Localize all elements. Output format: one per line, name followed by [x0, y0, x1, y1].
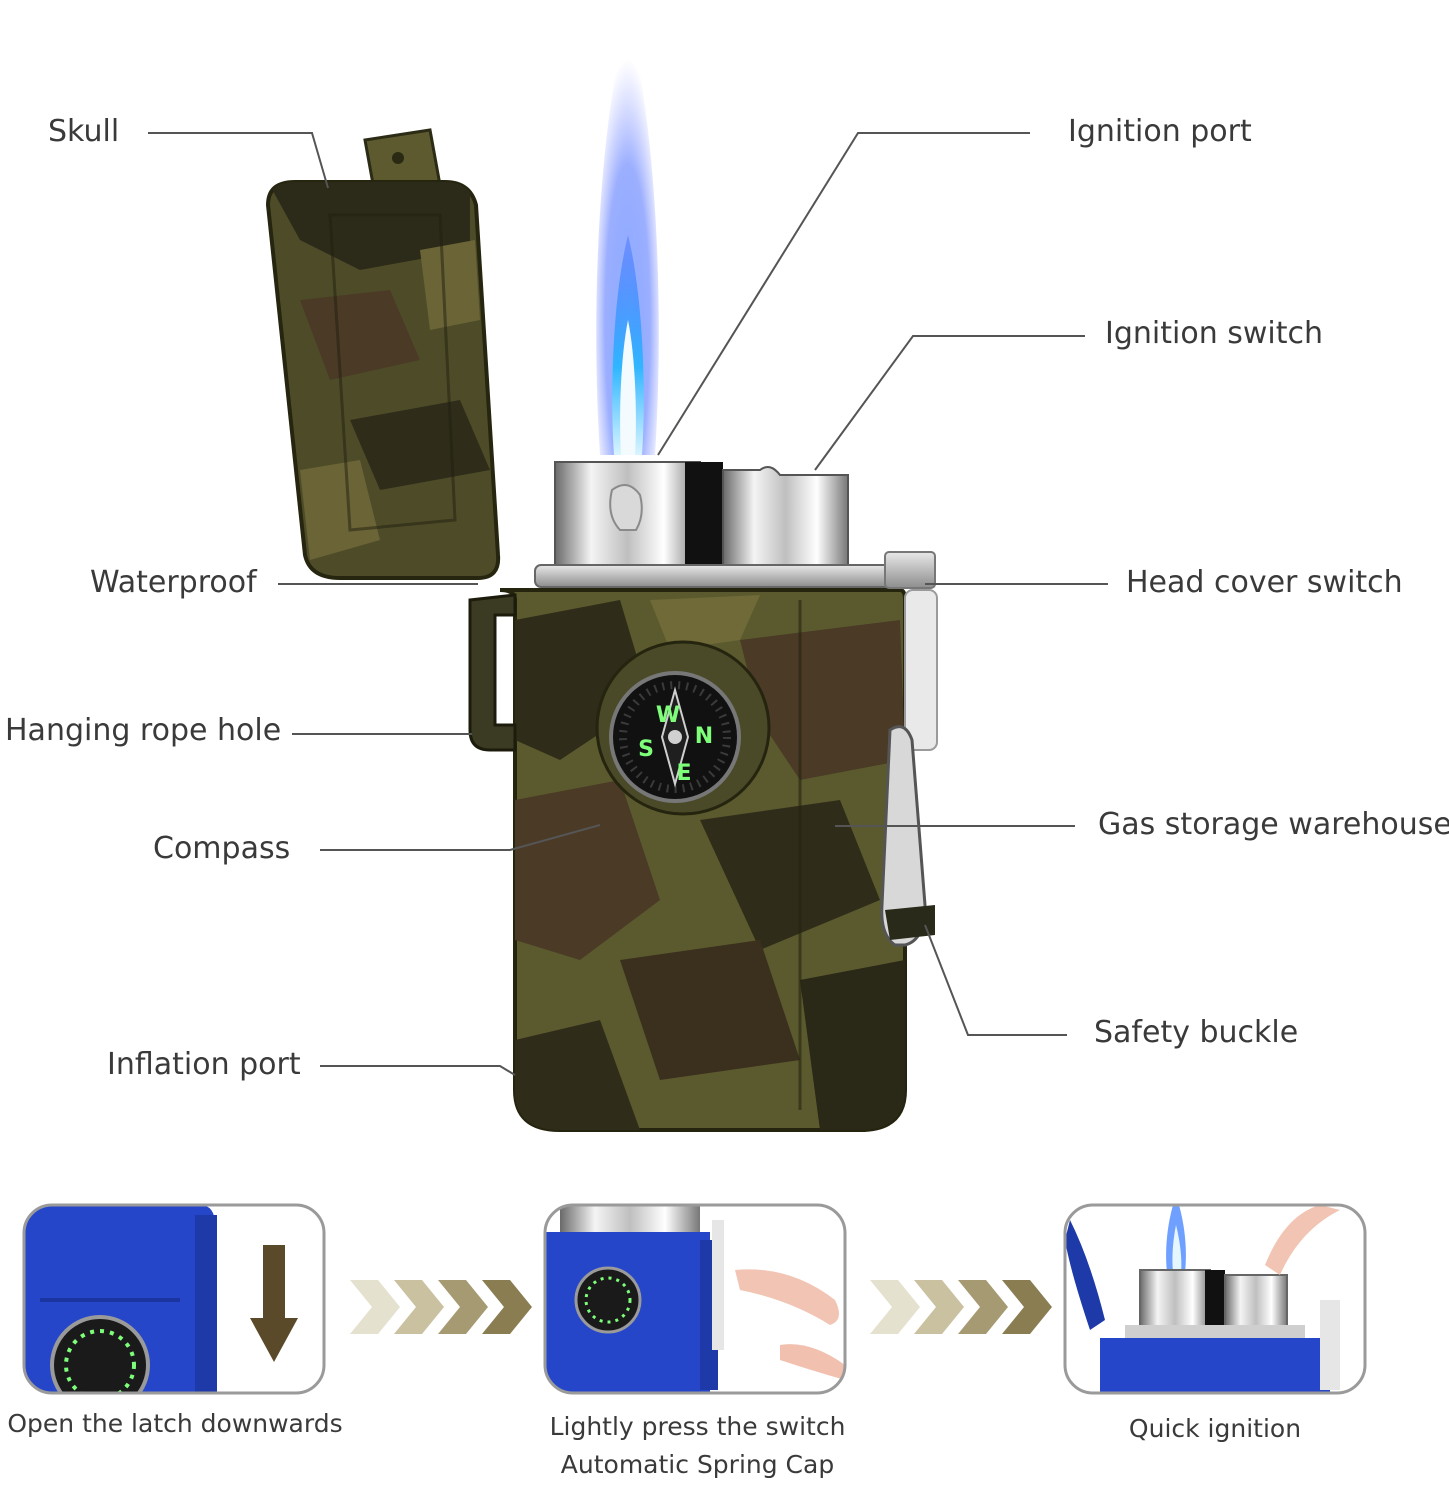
- chevron-arrows-icon: [350, 1280, 532, 1334]
- flame: [596, 15, 659, 455]
- down-arrow-icon: [250, 1245, 298, 1362]
- callout-ignition-switch: Ignition switch: [1105, 316, 1324, 351]
- compass-dial: N W S E: [595, 640, 771, 816]
- step-1-caption-line1: Open the latch downwards: [7, 1409, 343, 1438]
- callout-compass: Compass: [153, 831, 291, 866]
- callout-gas-storage-warehouse: Gas storage warehouse: [1098, 807, 1449, 842]
- step-2-caption: Lightly press the switch Automatic Sprin…: [520, 1408, 875, 1483]
- leader-skull: [148, 132, 329, 189]
- step-2-caption-line2: Automatic Spring Cap: [560, 1449, 835, 1479]
- flip-lid: [265, 128, 501, 580]
- step-1-caption: Open the latch downwards: [0, 1405, 350, 1443]
- skull-emblem-icon: [609, 484, 643, 531]
- step-3-tile: [1063, 1203, 1367, 1395]
- step-1-tile: [22, 1203, 326, 1395]
- chrome-head: [534, 461, 901, 588]
- compass-letter-south: S: [638, 737, 654, 762]
- compass-letter-west: W: [656, 703, 680, 728]
- step-2-caption-line1: Lightly press the switch: [549, 1412, 846, 1441]
- callout-ignition-port: Ignition port: [1068, 114, 1252, 149]
- head-cover-slider: [884, 551, 938, 751]
- callout-head-cover-switch: Head cover switch: [1126, 565, 1403, 600]
- rope-loop: [468, 593, 517, 752]
- leader-lines: [148, 132, 1108, 1076]
- leader-safety-buckle: [924, 924, 1067, 1036]
- leader-inflation-port: [320, 1065, 516, 1076]
- step-3-caption: Quick ignition: [1040, 1410, 1390, 1448]
- callout-skull: Skull: [48, 114, 120, 149]
- step-3-caption-line1: Quick ignition: [1128, 1414, 1302, 1443]
- compass-letter-north: N: [695, 724, 713, 749]
- compass-letter-east: E: [676, 761, 691, 786]
- leader-ignition-switch: [814, 335, 1085, 471]
- leader-compass: [320, 824, 601, 851]
- chevron-arrows-icon-2: [870, 1280, 1052, 1334]
- safety-buckle-clip: [880, 725, 935, 947]
- callout-inflation-port: Inflation port: [107, 1047, 301, 1082]
- callout-waterproof: Waterproof: [90, 565, 257, 600]
- leader-ignition-port: [657, 132, 1030, 456]
- callout-hanging-rope-hole: Hanging rope hole: [5, 713, 282, 748]
- callout-safety-buckle: Safety buckle: [1094, 1015, 1299, 1050]
- step-2-tile: [543, 1203, 847, 1395]
